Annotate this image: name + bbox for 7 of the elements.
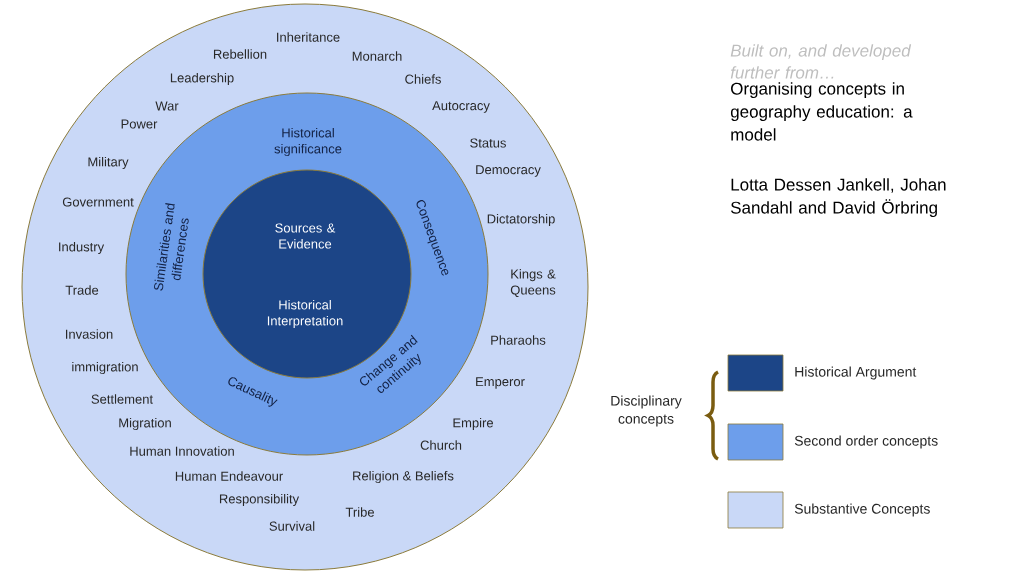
brace-label: Disciplinary concepts (611, 395, 682, 427)
reference-title: Organising concepts in geography education: a model (730, 82, 913, 141)
legend-label: Historical Argument (795, 366, 917, 380)
author-names: Lotta Dessen Jankell, Johan Sandahl and David Örbring (731, 178, 946, 218)
legend-label: Substantive Concepts (794, 503, 930, 517)
legend-label: Second order concepts (794, 435, 938, 449)
note-text: Built on, and developed further from… (730, 44, 912, 79)
